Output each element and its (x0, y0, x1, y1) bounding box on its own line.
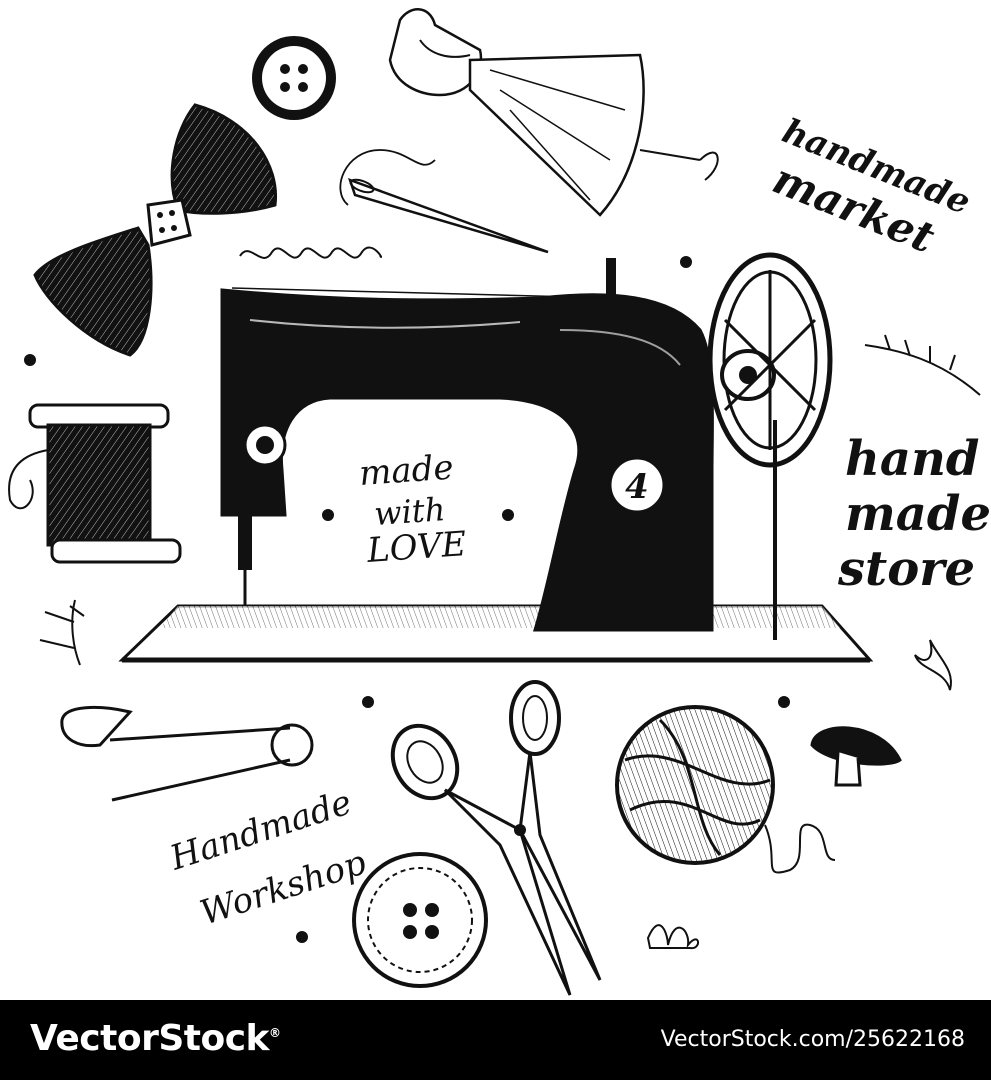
thread-spool-icon (8, 403, 182, 564)
yarn-ball-icon (615, 705, 836, 874)
sprig-doodle (864, 334, 981, 396)
handmade-workshop-label: Handmade Workshop (164, 782, 370, 933)
handmade-store-line-1: hand (845, 431, 979, 487)
handmade-store-label: hand made store (837, 431, 991, 597)
handmade-store-line-2: made (845, 486, 991, 542)
made-with-love-line-2: with (373, 490, 447, 533)
made-with-love-label: made with LOVE (358, 447, 468, 571)
bow-tie-icon (33, 103, 278, 357)
brand-mark: ® (269, 1026, 281, 1040)
dress-icon (388, 8, 719, 217)
safety-pin-icon (60, 705, 314, 802)
illustration-canvas: 4 made with LOVE (8, 8, 991, 996)
sprig-doodle-left (39, 599, 85, 666)
button-icon (352, 852, 488, 988)
handmade-store-line-3: store (837, 541, 975, 597)
made-with-love-line-1: made (358, 447, 455, 493)
vectorstock-url: VectorStock.com/25622168 (660, 1027, 965, 1052)
button-icon (252, 36, 336, 120)
mushroom-button-icon (810, 726, 902, 787)
needle-icon (339, 149, 549, 254)
vectorstock-brand: VectorStock® (30, 1018, 281, 1059)
sewing-machine-icon: 4 (118, 252, 874, 663)
spring-doodle (239, 246, 383, 259)
flourish-doodle (914, 639, 952, 691)
flower-doodle (646, 924, 699, 950)
handmade-market-label: handmade market (766, 111, 976, 262)
brand-name: VectorStock (30, 1018, 270, 1059)
watermark-footer: VectorStock® VectorStock.com/25622168 (0, 1000, 991, 1080)
decorative-dots (24, 256, 790, 943)
scissors-icon (390, 680, 602, 996)
made-with-love-line-3: LOVE (365, 524, 468, 571)
machine-number: 4 (625, 467, 649, 507)
